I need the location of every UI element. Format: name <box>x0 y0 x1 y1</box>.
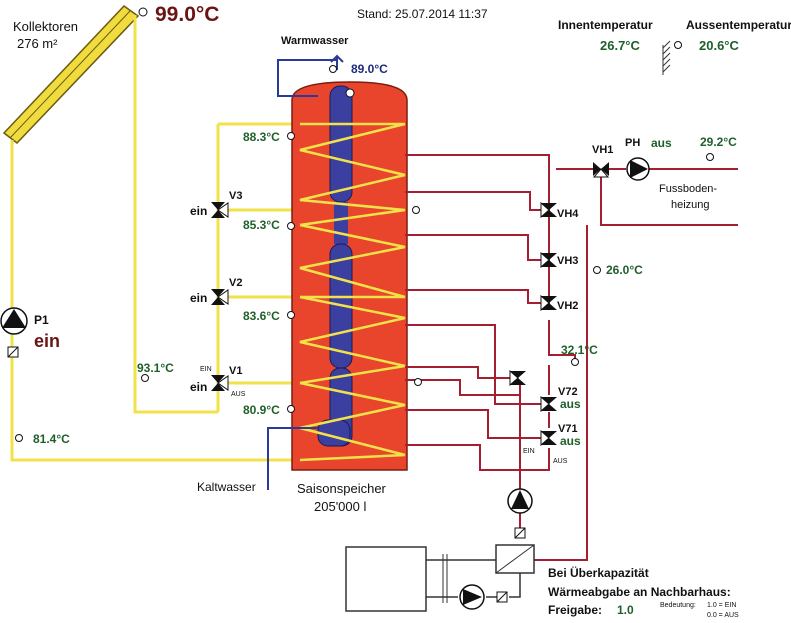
warm-water-line <box>267 54 344 490</box>
collectors-area: 276 m² <box>17 36 58 51</box>
pump-p1-name: P1 <box>34 313 49 327</box>
pump-ph-state: aus <box>651 136 672 150</box>
valve-v71-aus-mark: AUS <box>553 458 568 465</box>
valve-v71-ein-mark: EIN <box>523 448 535 455</box>
cold-water-label: Kaltwasser <box>197 480 256 494</box>
valve-v2-state: ein <box>190 291 208 305</box>
valve-vh3-name: VH3 <box>557 255 579 267</box>
pump-p1-symbol <box>0 307 28 358</box>
valve-v3-state: ein <box>190 204 208 218</box>
outdoor-wall-icon <box>662 40 671 75</box>
neighbor-legend-on: 1.0 = EIN <box>707 602 737 609</box>
neighbor-heat-exchanger <box>345 544 535 612</box>
valve-v71-name: V71 <box>558 423 578 435</box>
pump-neighbor-symbol <box>507 488 533 539</box>
valve-v1-ein-mark: EIN <box>200 366 212 373</box>
collectors-label: Kollektoren <box>13 19 79 34</box>
collector-loop <box>10 15 405 462</box>
storage-temp-2: 85.3°C <box>243 218 280 232</box>
hot-water-temp: 89.0°C <box>351 62 388 76</box>
neighbor-release-value: 1.0 <box>617 603 634 617</box>
valve-v1-aus-mark: AUS <box>231 391 246 398</box>
collector-supply-temp: 93.1°C <box>137 361 174 375</box>
timestamp: Stand: 25.07.2014 11:37 <box>357 7 488 21</box>
pump-p1-state: ein <box>34 331 61 351</box>
storage-temp-4: 80.9°C <box>243 403 280 417</box>
valve-v72-state: aus <box>560 397 581 411</box>
storage-temp-1: 88.3°C <box>243 130 280 144</box>
pump-ph-name: PH <box>625 137 641 149</box>
temperature-sensors <box>15 41 714 442</box>
neighbor-line-1: Bei Überkapazität <box>548 566 649 580</box>
storage-name: Saisonspeicher <box>297 481 386 496</box>
storage-volume: 205'000 l <box>314 499 367 514</box>
solar-collector <box>2 5 148 145</box>
valve-v1-state: ein <box>190 380 208 394</box>
pump-ph-symbol <box>626 157 650 181</box>
floor-heating-label-2: heizung <box>671 199 710 211</box>
indoor-label: Innentemperatur <box>558 18 653 32</box>
floor-heating-temp: 29.2°C <box>700 135 737 149</box>
neighbor-legend-label: Bedeutung: <box>660 602 696 609</box>
neighbor-legend-off: 0.0 = AUS <box>707 612 739 619</box>
valve-v71-state: aus <box>560 434 581 448</box>
valve-vh1-name: VH1 <box>592 144 614 156</box>
collector-sensor <box>138 7 148 17</box>
storage-tank <box>291 81 408 471</box>
outdoor-temp: 20.6°C <box>699 38 739 53</box>
valve-v1-name: V1 <box>229 365 243 377</box>
indoor-temp: 26.7°C <box>600 38 640 53</box>
neighbor-line-2: Wärmeabgabe an Nachbarhaus: <box>548 585 731 599</box>
hot-water-label: Warmwasser <box>281 35 349 47</box>
valve-v2-name: V2 <box>229 277 243 289</box>
valve-symbols <box>210 162 610 446</box>
valve-vh2-name: VH2 <box>557 300 579 312</box>
valve-vh4-name: VH4 <box>557 208 579 220</box>
heating-mix-temp: 32.1°C <box>561 343 598 357</box>
collector-return-temp: 81.4°C <box>33 432 70 446</box>
valve-v72-name: V72 <box>558 386 578 398</box>
floor-heating-label-1: Fussboden- <box>659 183 718 195</box>
outdoor-label: Aussentemperatur <box>686 18 791 32</box>
collector-temp: 99.0°C <box>155 3 220 26</box>
valve-v3-name: V3 <box>229 190 243 202</box>
heating-pipes <box>405 154 738 561</box>
neighbor-release-label: Freigabe: <box>548 603 603 617</box>
storage-temp-3: 83.6°C <box>243 309 280 323</box>
heating-return-temp: 26.0°C <box>606 263 643 277</box>
